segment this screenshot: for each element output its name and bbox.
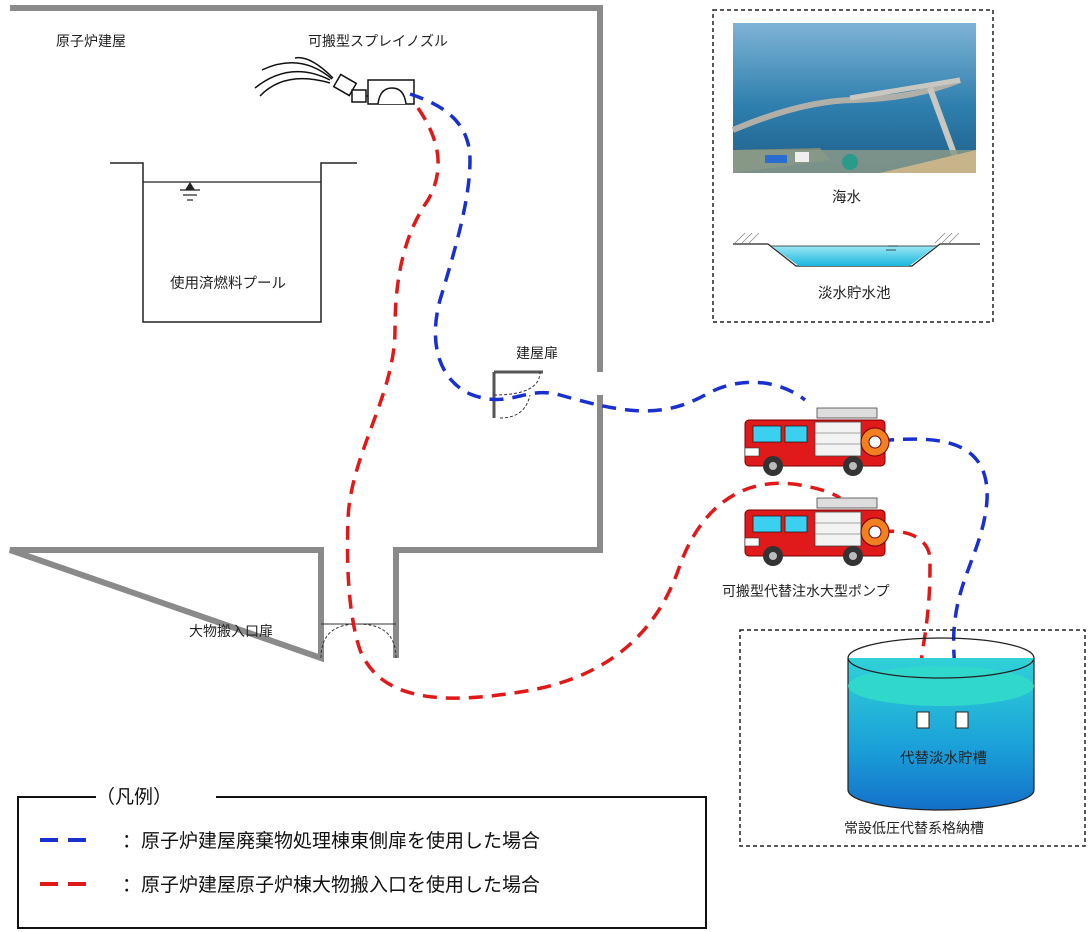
building-door-label: 建屋扉 <box>516 346 558 362</box>
fire-truck-lower <box>744 497 890 566</box>
legend-item-blue: ：原子炉建屋廃棄物処理棟東側扉を使用した場合 <box>40 830 540 852</box>
legend-title: （凡例） <box>96 786 172 808</box>
storage-vault-box <box>739 629 1086 847</box>
spent-fuel-pool <box>110 162 357 323</box>
legend-text-blue: ：原子炉建屋廃棄物処理棟東側扉を使用した場合 <box>122 830 540 852</box>
large-item-door-swing <box>320 623 397 659</box>
legend: （凡例） ：原子炉建屋廃棄物処理棟東側扉を使用した場合 ：原子炉建屋原子炉棟大物… <box>17 786 707 929</box>
freshwater-tank-label: 代替淡水貯槽 <box>900 750 987 767</box>
route-blue <box>409 92 989 721</box>
storage-vault-label: 常設低圧代替系格納槽 <box>844 821 984 837</box>
fire-truck-upper <box>744 407 890 476</box>
large-item-door-label: 大物搬入口扉 <box>189 624 273 640</box>
seawater-label: 海水 <box>832 189 861 206</box>
building-door-swing <box>493 371 541 419</box>
freshwater-pond-label: 淡水貯水池 <box>818 285 891 302</box>
freshwater-tank-icon <box>847 637 1035 811</box>
legend-text-red: ：原子炉建屋原子炉棟大物搬入口を使用した場合 <box>122 874 540 896</box>
water-source-box <box>712 9 994 323</box>
spray-nozzle-icon <box>254 56 415 105</box>
spent-fuel-pool-label: 使用済燃料プール <box>170 274 286 292</box>
route-red <box>345 107 932 716</box>
pump-label: 可搬型代替注水大型ポンプ <box>722 584 890 600</box>
spray-nozzle-label: 可搬型スプレイノズル <box>308 34 448 50</box>
water-level-icon <box>180 182 200 201</box>
reactor-building-label: 原子炉建屋 <box>56 34 126 50</box>
seawater-photo <box>731 23 976 173</box>
reactor-building <box>9 5 603 663</box>
freshwater-pond-icon <box>733 232 980 267</box>
legend-item-red: ：原子炉建屋原子炉棟大物搬入口を使用した場合 <box>40 874 540 896</box>
